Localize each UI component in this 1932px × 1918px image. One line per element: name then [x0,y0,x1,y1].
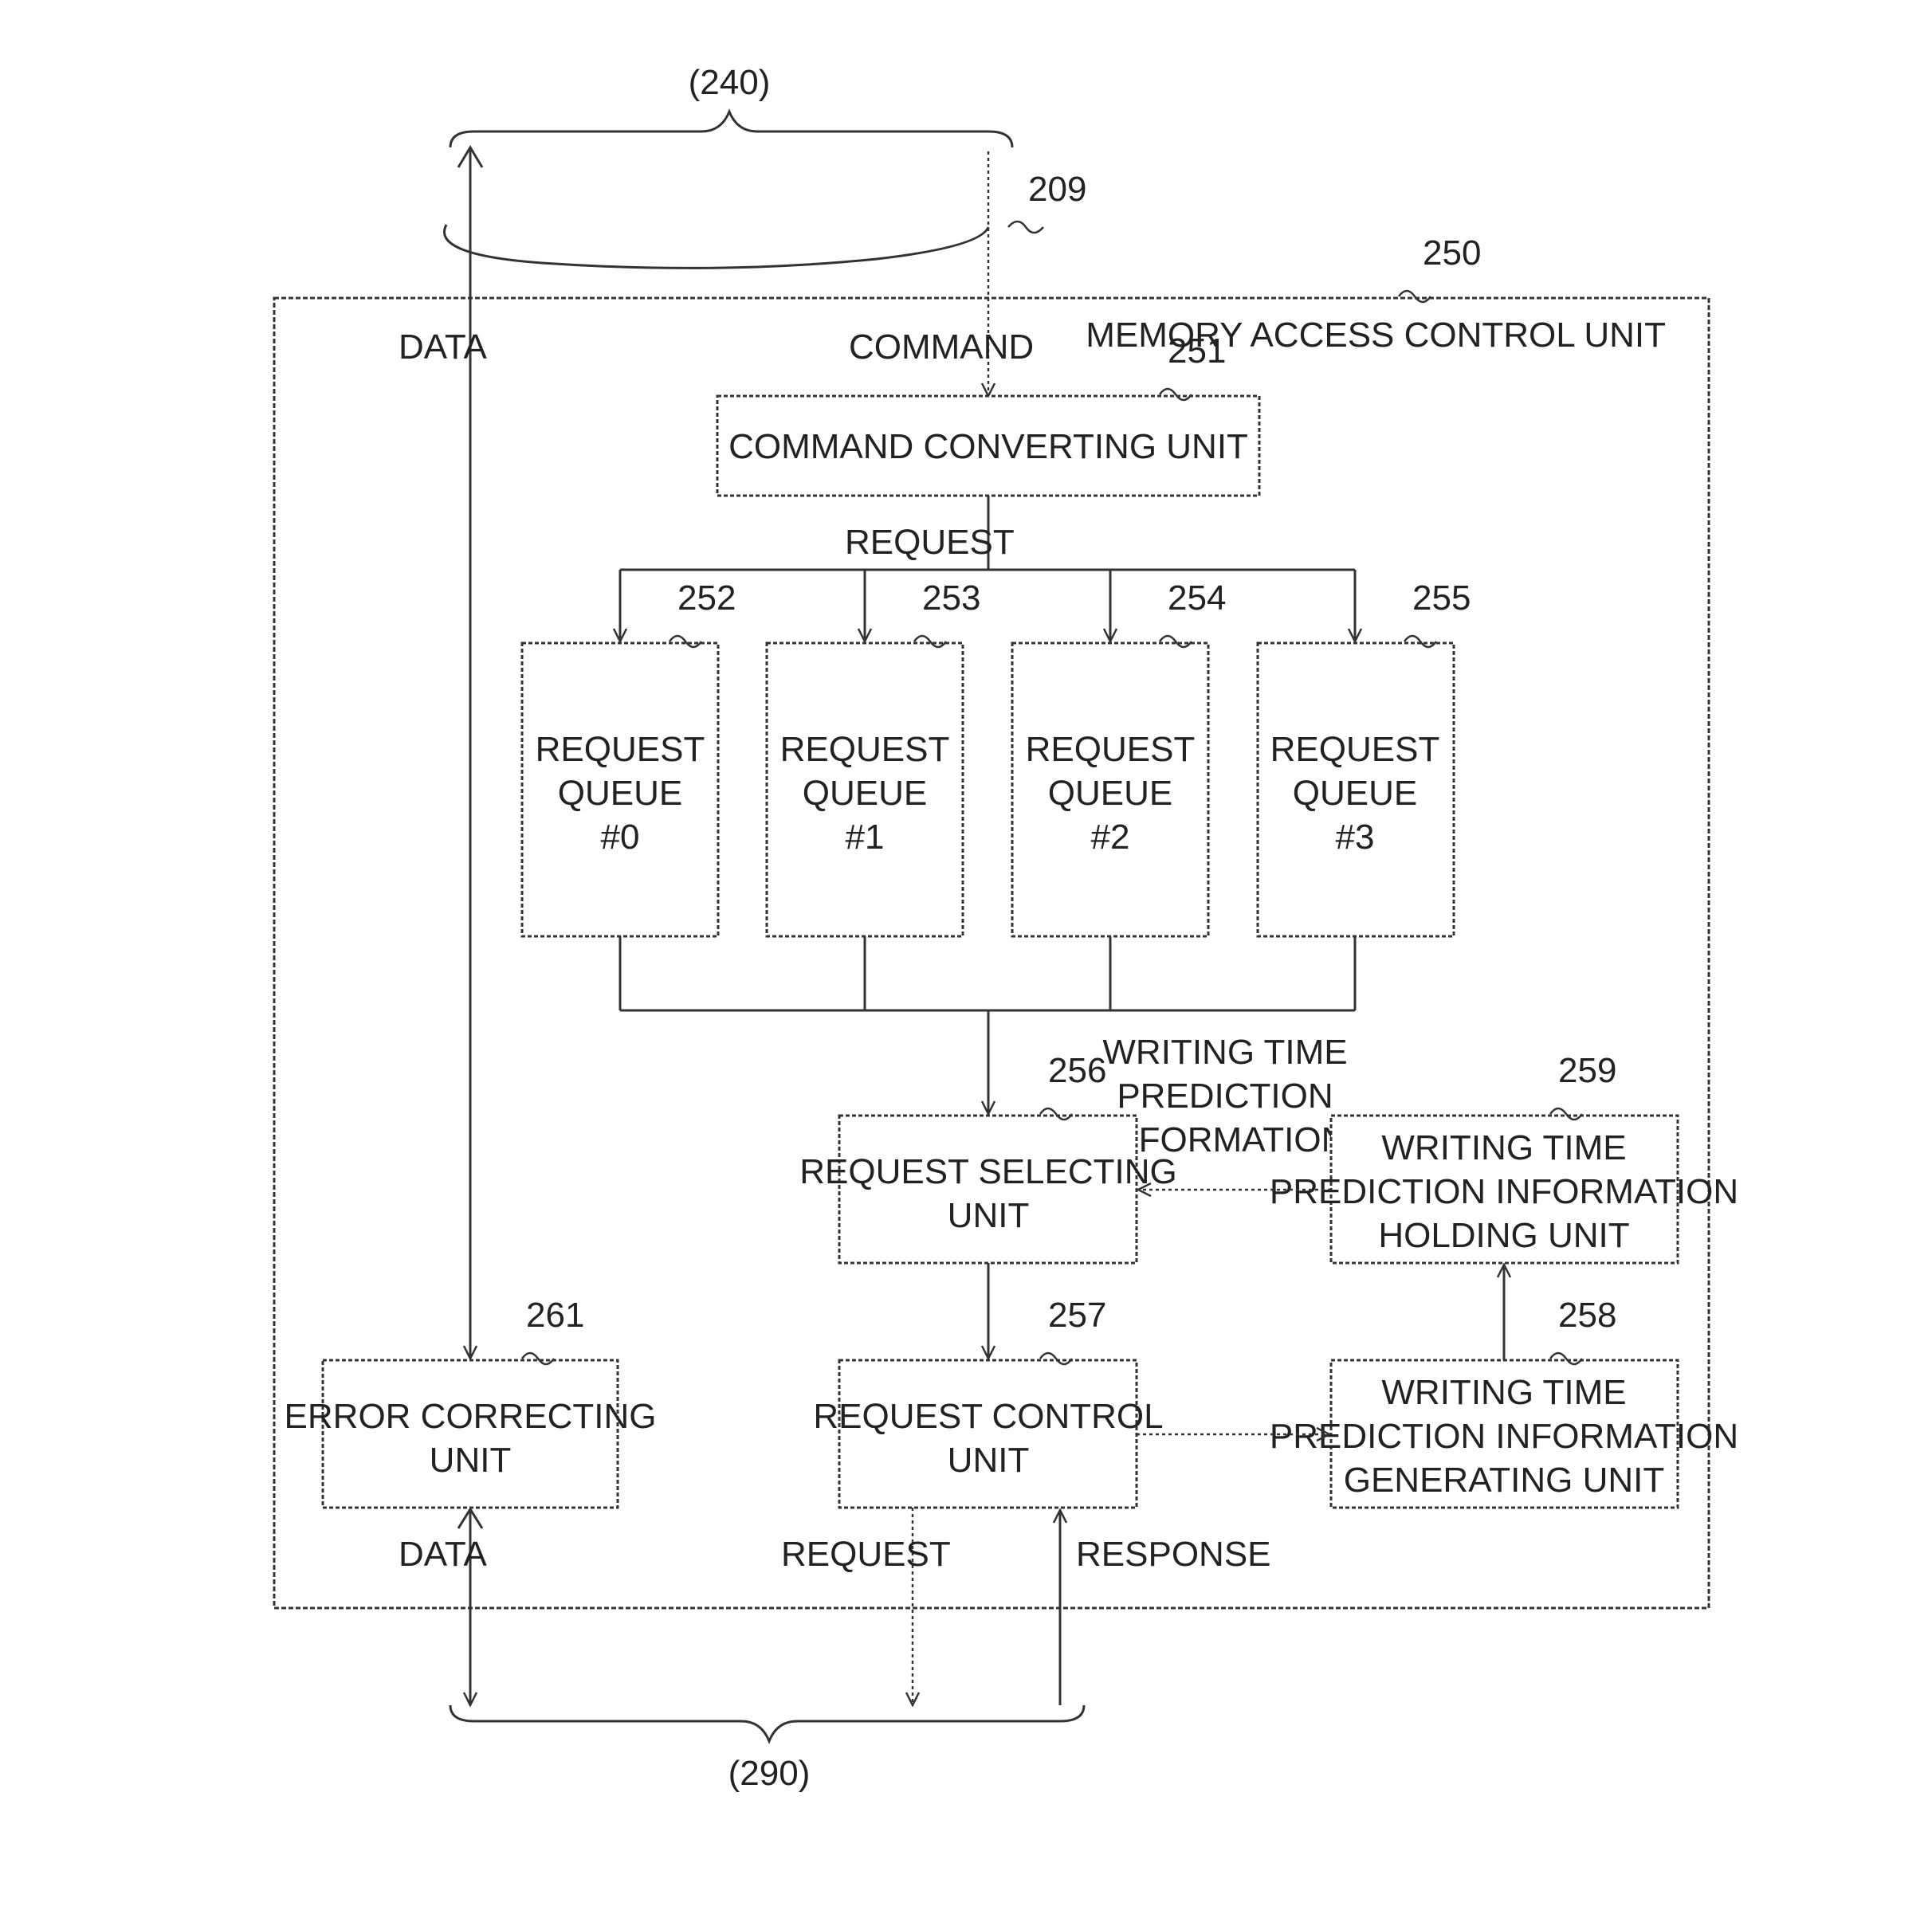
queue0-line1: REQUEST [536,730,705,769]
data-label-bottom: DATA [399,1535,487,1574]
wtpi-generating-line1: WRITING TIME [1381,1373,1626,1412]
ref-252: 252 [677,579,736,618]
wtpi-holding-line1: WRITING TIME [1381,1128,1626,1167]
request-queue-0: REQUEST QUEUE #0 [522,643,718,936]
request-queue-2: REQUEST QUEUE #2 [1012,643,1208,936]
ref-255: 255 [1412,579,1471,618]
request-selecting-line2: UNIT [948,1196,1030,1235]
command-converting-unit-label: COMMAND CONVERTING UNIT [728,427,1248,466]
queue1-line3: #1 [846,818,885,857]
ref-251: 251 [1168,331,1226,371]
data-label-top: DATA [399,328,487,367]
tilde-250 [1399,291,1431,302]
wtpi-signal-line1: WRITING TIME [1102,1033,1347,1072]
ref-261: 261 [526,1296,584,1335]
request-label-out: REQUEST [781,1535,951,1574]
queue0-line2: QUEUE [558,774,682,813]
ref-253: 253 [922,579,980,618]
command-label: COMMAND [849,328,1034,367]
queue3-line3: #3 [1336,818,1375,857]
response-label: RESPONSE [1076,1535,1271,1574]
request-selecting-line1: REQUEST SELECTING [799,1152,1177,1191]
wtpi-generating-line3: GENERATING UNIT [1344,1461,1665,1500]
queue0-line3: #0 [601,818,640,857]
ref-259: 259 [1558,1051,1616,1090]
queue3-line1: REQUEST [1270,730,1440,769]
bus-label-240: (240) [689,63,771,102]
error-correcting-line2: UNIT [430,1441,512,1480]
wtpi-holding-line2: PREDICTION INFORMATION [1270,1172,1738,1211]
queue2-line3: #2 [1091,818,1130,857]
signal-bundle-209-ellipse [445,225,989,268]
queue2-line2: QUEUE [1048,774,1172,813]
ref-209: 209 [1028,170,1086,209]
request-queue-1: REQUEST QUEUE #1 [767,643,963,936]
ref-250: 250 [1423,233,1481,273]
queue2-line1: REQUEST [1026,730,1196,769]
error-correcting-line1: ERROR CORRECTING [285,1397,657,1436]
queue3-line2: QUEUE [1293,774,1417,813]
queue1-line2: QUEUE [803,774,927,813]
tilde-209 [1008,222,1043,233]
request-queue-3: REQUEST QUEUE #3 [1258,643,1454,936]
ref-254: 254 [1168,579,1226,618]
request-control-line1: REQUEST CONTROL [813,1397,1163,1436]
ref-257: 257 [1048,1296,1106,1335]
queue1-line1: REQUEST [780,730,950,769]
ref-258: 258 [1558,1296,1616,1335]
bus-label-290: (290) [728,1754,811,1793]
request-control-line2: UNIT [948,1441,1030,1480]
wtpi-generating-line2: PREDICTION INFORMATION [1270,1417,1738,1456]
wtpi-holding-line3: HOLDING UNIT [1378,1216,1629,1255]
wtpi-signal-line2: PREDICTION [1117,1077,1333,1116]
bus-brace-top [450,112,1012,147]
ref-256: 256 [1048,1051,1106,1090]
request-label-mid: REQUEST [845,523,1015,562]
bus-brace-bottom [450,1705,1084,1741]
